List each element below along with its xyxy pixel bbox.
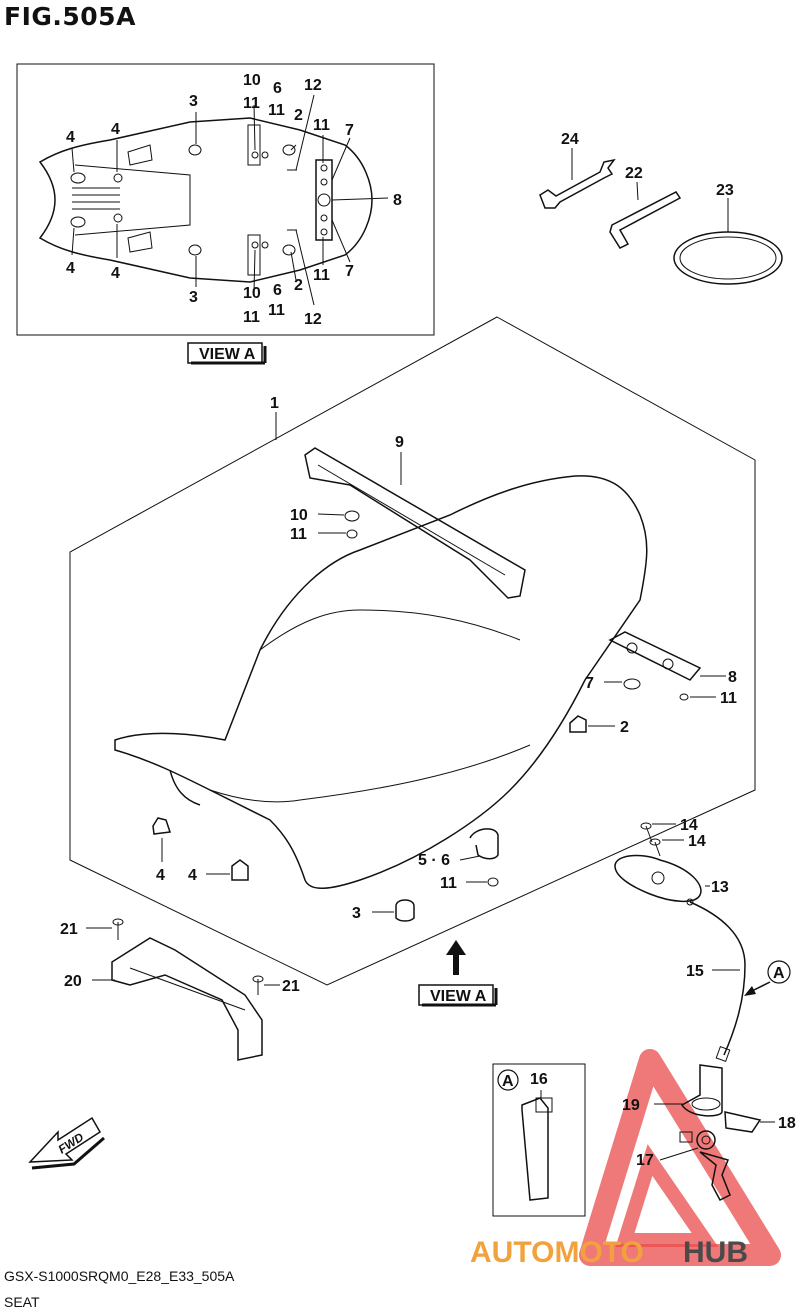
bracket-5-6: 5 · 6 (418, 828, 499, 869)
part-label: 11 (290, 526, 307, 543)
part-label: 16 (530, 1071, 548, 1088)
part-label: 13 (711, 879, 729, 896)
view-a-label: VIEW A (199, 346, 256, 363)
part-label: 15 (686, 963, 704, 980)
inset-label: 2 (294, 277, 303, 294)
inset-label: 12 (304, 77, 322, 94)
seat-drawing (114, 475, 648, 889)
brand-logo-text: AUTOMOTO HUB (470, 1236, 748, 1269)
part-label: 7 (585, 675, 594, 692)
inset-label: 3 (189, 93, 198, 110)
inset-label: 10 (243, 285, 261, 302)
side-cover: 21 20 21 (60, 918, 300, 1061)
inset-label: 6 (273, 80, 282, 97)
part-label: 23 (716, 182, 734, 199)
inset-label: 3 (189, 289, 198, 306)
inset-label: 10 (243, 72, 261, 89)
inset-label: 11 (313, 267, 330, 284)
part-label: 11 (440, 875, 457, 892)
inset-label: 11 (268, 102, 285, 119)
cushion-4: 4 4 (152, 817, 249, 884)
part-label: 22 (625, 165, 643, 182)
bracket-group: 8 7 11 (585, 631, 737, 707)
watermark-logo (579, 1049, 781, 1266)
part-label: 11 (720, 690, 737, 707)
tool-group: 24 22 23 (539, 131, 783, 285)
part-label: 4 (156, 867, 165, 884)
logo-text-hub: HUB (683, 1236, 748, 1269)
inset-label: 4 (111, 121, 120, 138)
inset-label: 4 (111, 265, 120, 282)
part-label: 14 (688, 833, 706, 850)
part-label: 1 (270, 395, 279, 412)
cushion-3: 3 (352, 899, 415, 922)
inset-label: 11 (268, 302, 285, 319)
fastener-group-top: 10 11 (290, 507, 360, 543)
inset-label: 4 (66, 129, 75, 146)
part-label: 9 (395, 434, 404, 451)
grab-handle: 9 (304, 434, 526, 599)
part-label: 5 · 6 (418, 852, 450, 869)
part-label: 19 (622, 1097, 640, 1114)
part-label: 21 (282, 978, 300, 995)
part-label: 24 (561, 131, 579, 148)
view-a-label-main: VIEW A (430, 988, 487, 1005)
inset-label: 8 (393, 192, 402, 209)
part-label: 17 (636, 1152, 654, 1169)
part-label: 4 (188, 867, 197, 884)
view-a-tag: VIEW A (187, 342, 267, 365)
view-a-inset: 10 11 6 11 12 2 3 4 4 11 7 8 4 4 11 7 3 … (16, 63, 435, 336)
cable-15: 15 A (686, 898, 791, 1062)
part-label: 8 (728, 669, 737, 686)
callout-a: A (773, 965, 785, 982)
part-label: 10 (290, 507, 308, 524)
figure-caption: SEAT (4, 1294, 40, 1310)
nut-11-lower: 11 (440, 875, 499, 892)
part-label: 21 (60, 921, 78, 938)
part-label: 14 (680, 817, 698, 834)
rubber-2: 2 (569, 715, 629, 736)
part-label: 2 (620, 719, 629, 736)
part-label: 3 (352, 905, 361, 922)
fwd-arrow: FWD (28, 1116, 105, 1170)
inset-label: 12 (304, 311, 322, 328)
callout-a-detail: A (502, 1073, 514, 1090)
assembly-frame (69, 316, 756, 986)
model-code: GSX-S1000SRQM0_E28_E33_505A (4, 1268, 235, 1284)
detail-a-box: A 16 (492, 1063, 586, 1217)
inset-label: 6 (273, 282, 282, 299)
inset-label: 11 (243, 95, 260, 112)
part-label: 18 (778, 1115, 796, 1132)
inset-label: 7 (345, 263, 354, 280)
inset-label: 7 (345, 122, 354, 139)
lock-assembly: 14 14 13 (614, 817, 729, 902)
inset-label: 4 (66, 260, 75, 277)
view-arrow: VIEW A (418, 940, 498, 1007)
inset-label: 2 (294, 107, 303, 124)
inset-label: 11 (313, 117, 330, 134)
part-label: 20 (64, 973, 82, 990)
inset-label: 11 (243, 309, 260, 326)
figure-title: FIG.505A (4, 2, 136, 31)
lock-bracket: 19 18 17 (622, 1064, 796, 1201)
logo-text-main: AUTOMOTO (470, 1236, 644, 1269)
